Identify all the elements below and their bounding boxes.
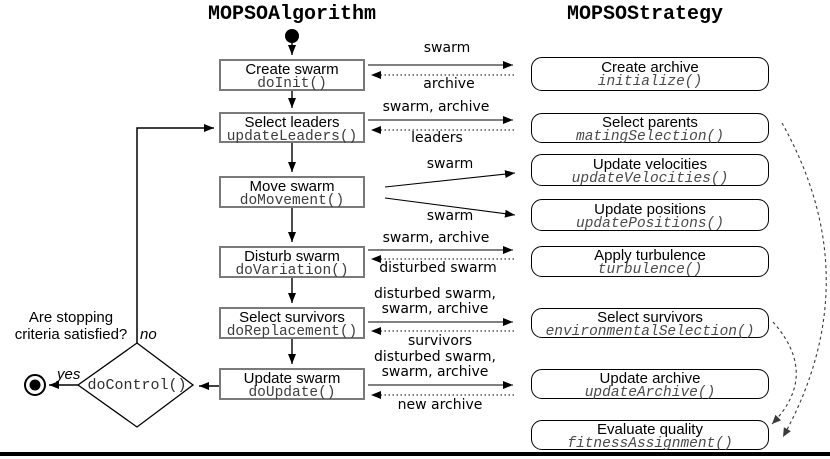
- node-title: Evaluate quality: [597, 421, 703, 438]
- decision-method: doControl(): [87, 377, 187, 394]
- msg-label-archive: archive: [423, 76, 475, 92]
- msg-label-swarm-upper: swarm: [426, 156, 474, 172]
- node-title: Select leaders: [244, 114, 340, 131]
- loop-no-branch: [136, 124, 214, 343]
- node-title: Create swarm: [245, 61, 339, 78]
- msg-label-disturbed-swarm-archive-2: disturbed swarm, swarm, archive: [374, 349, 496, 380]
- node-title: Select survivors: [239, 309, 345, 326]
- node-method: doMovement(): [239, 193, 345, 209]
- delegate-curve-select-survivors: [771, 321, 797, 425]
- node-title: Create archive: [601, 59, 699, 76]
- node-method: environmentalSelection(): [545, 324, 755, 340]
- node-select-leaders: Select leaders updateLeaders(): [219, 112, 365, 145]
- node-title: Select parents: [602, 114, 698, 131]
- delegate-curve-select-parents: [781, 122, 827, 438]
- decision-diamond: [76, 342, 195, 428]
- algorithm-header: MOPSOAlgorithm: [207, 3, 377, 26]
- msg-label-swarm-lower: swarm: [426, 208, 474, 224]
- guard-no: no: [140, 326, 157, 343]
- node-update-velocities: Update velocities updateVelocities(): [531, 154, 769, 186]
- node-method: doInit(): [257, 76, 327, 92]
- node-title: Apply turbulence: [594, 247, 706, 264]
- strategy-header: MOPSOStrategy: [566, 3, 724, 26]
- msg-label-swarm-archive-2: swarm, archive: [382, 230, 490, 246]
- node-title: Move swarm: [249, 178, 335, 195]
- msg-label-survivors: survivors: [408, 333, 472, 349]
- msg-label-disturbed-swarm-archive: disturbed swarm, swarm, archive: [374, 286, 496, 317]
- node-method: updateLeaders(): [226, 129, 358, 145]
- node-apply-turbulence: Apply turbulence turbulence(): [531, 246, 769, 277]
- node-update-archive: Update archive updateArchive(): [531, 369, 769, 401]
- node-method: initialize(): [597, 74, 703, 90]
- node-update-swarm: Update swarm doUpdate(): [219, 368, 365, 400]
- msg-label-disturbed-swarm: disturbed swarm: [379, 260, 497, 276]
- node-create-swarm: Create swarm doInit(): [219, 59, 365, 91]
- node-create-archive: Create archive initialize(): [531, 57, 769, 91]
- node-title: Disturb swarm: [244, 248, 340, 265]
- node-title: Update archive: [599, 370, 701, 387]
- node-select-parents: Select parents matingSelection(): [531, 113, 769, 145]
- node-method: fitnessAssignment(): [567, 436, 733, 452]
- node-select-survivors: Select survivors doReplacement(): [219, 307, 365, 339]
- msg-label-new-archive: new archive: [397, 397, 483, 413]
- end-node: [24, 374, 46, 396]
- node-title: Update positions: [594, 201, 706, 218]
- node-title: Select survivors: [597, 309, 703, 326]
- msg-label-swarm-archive: swarm, archive: [382, 99, 490, 115]
- node-method: matingSelection(): [576, 129, 724, 145]
- msg-arrow-swarm-positions: [384, 197, 516, 218]
- node-update-positions: Update positions updatePositions(): [531, 199, 769, 231]
- node-title: Update swarm: [243, 370, 341, 387]
- guard-yes: yes: [57, 366, 81, 383]
- msg-arrow-swarm-velocities: [384, 170, 516, 188]
- node-disturb-swarm: Disturb swarm doVariation(): [219, 246, 365, 278]
- node-method: updateVelocities(): [571, 171, 729, 187]
- node-method: turbulence(): [597, 262, 703, 278]
- bottom-rule: [0, 452, 830, 456]
- node-move-swarm: Move swarm doMovement(): [219, 176, 365, 208]
- node-method: updatePositions(): [576, 216, 724, 232]
- node-environmental-selection: Select survivors environmentalSelection(…: [531, 308, 769, 340]
- end-node-core: [29, 379, 41, 391]
- node-method: doReplacement(): [226, 324, 358, 340]
- node-method: updateArchive(): [584, 385, 716, 401]
- start-node: [285, 29, 299, 43]
- stopping-criteria-question: Are stopping criteria satisfied?: [14, 309, 128, 343]
- msg-label-swarm: swarm: [423, 40, 471, 56]
- node-title: Update velocities: [592, 156, 708, 173]
- node-method: doUpdate(): [248, 385, 336, 401]
- node-evaluate-quality: Evaluate quality fitnessAssignment(): [531, 420, 769, 452]
- msg-label-leaders: leaders: [411, 130, 463, 146]
- node-method: doVariation(): [235, 263, 349, 279]
